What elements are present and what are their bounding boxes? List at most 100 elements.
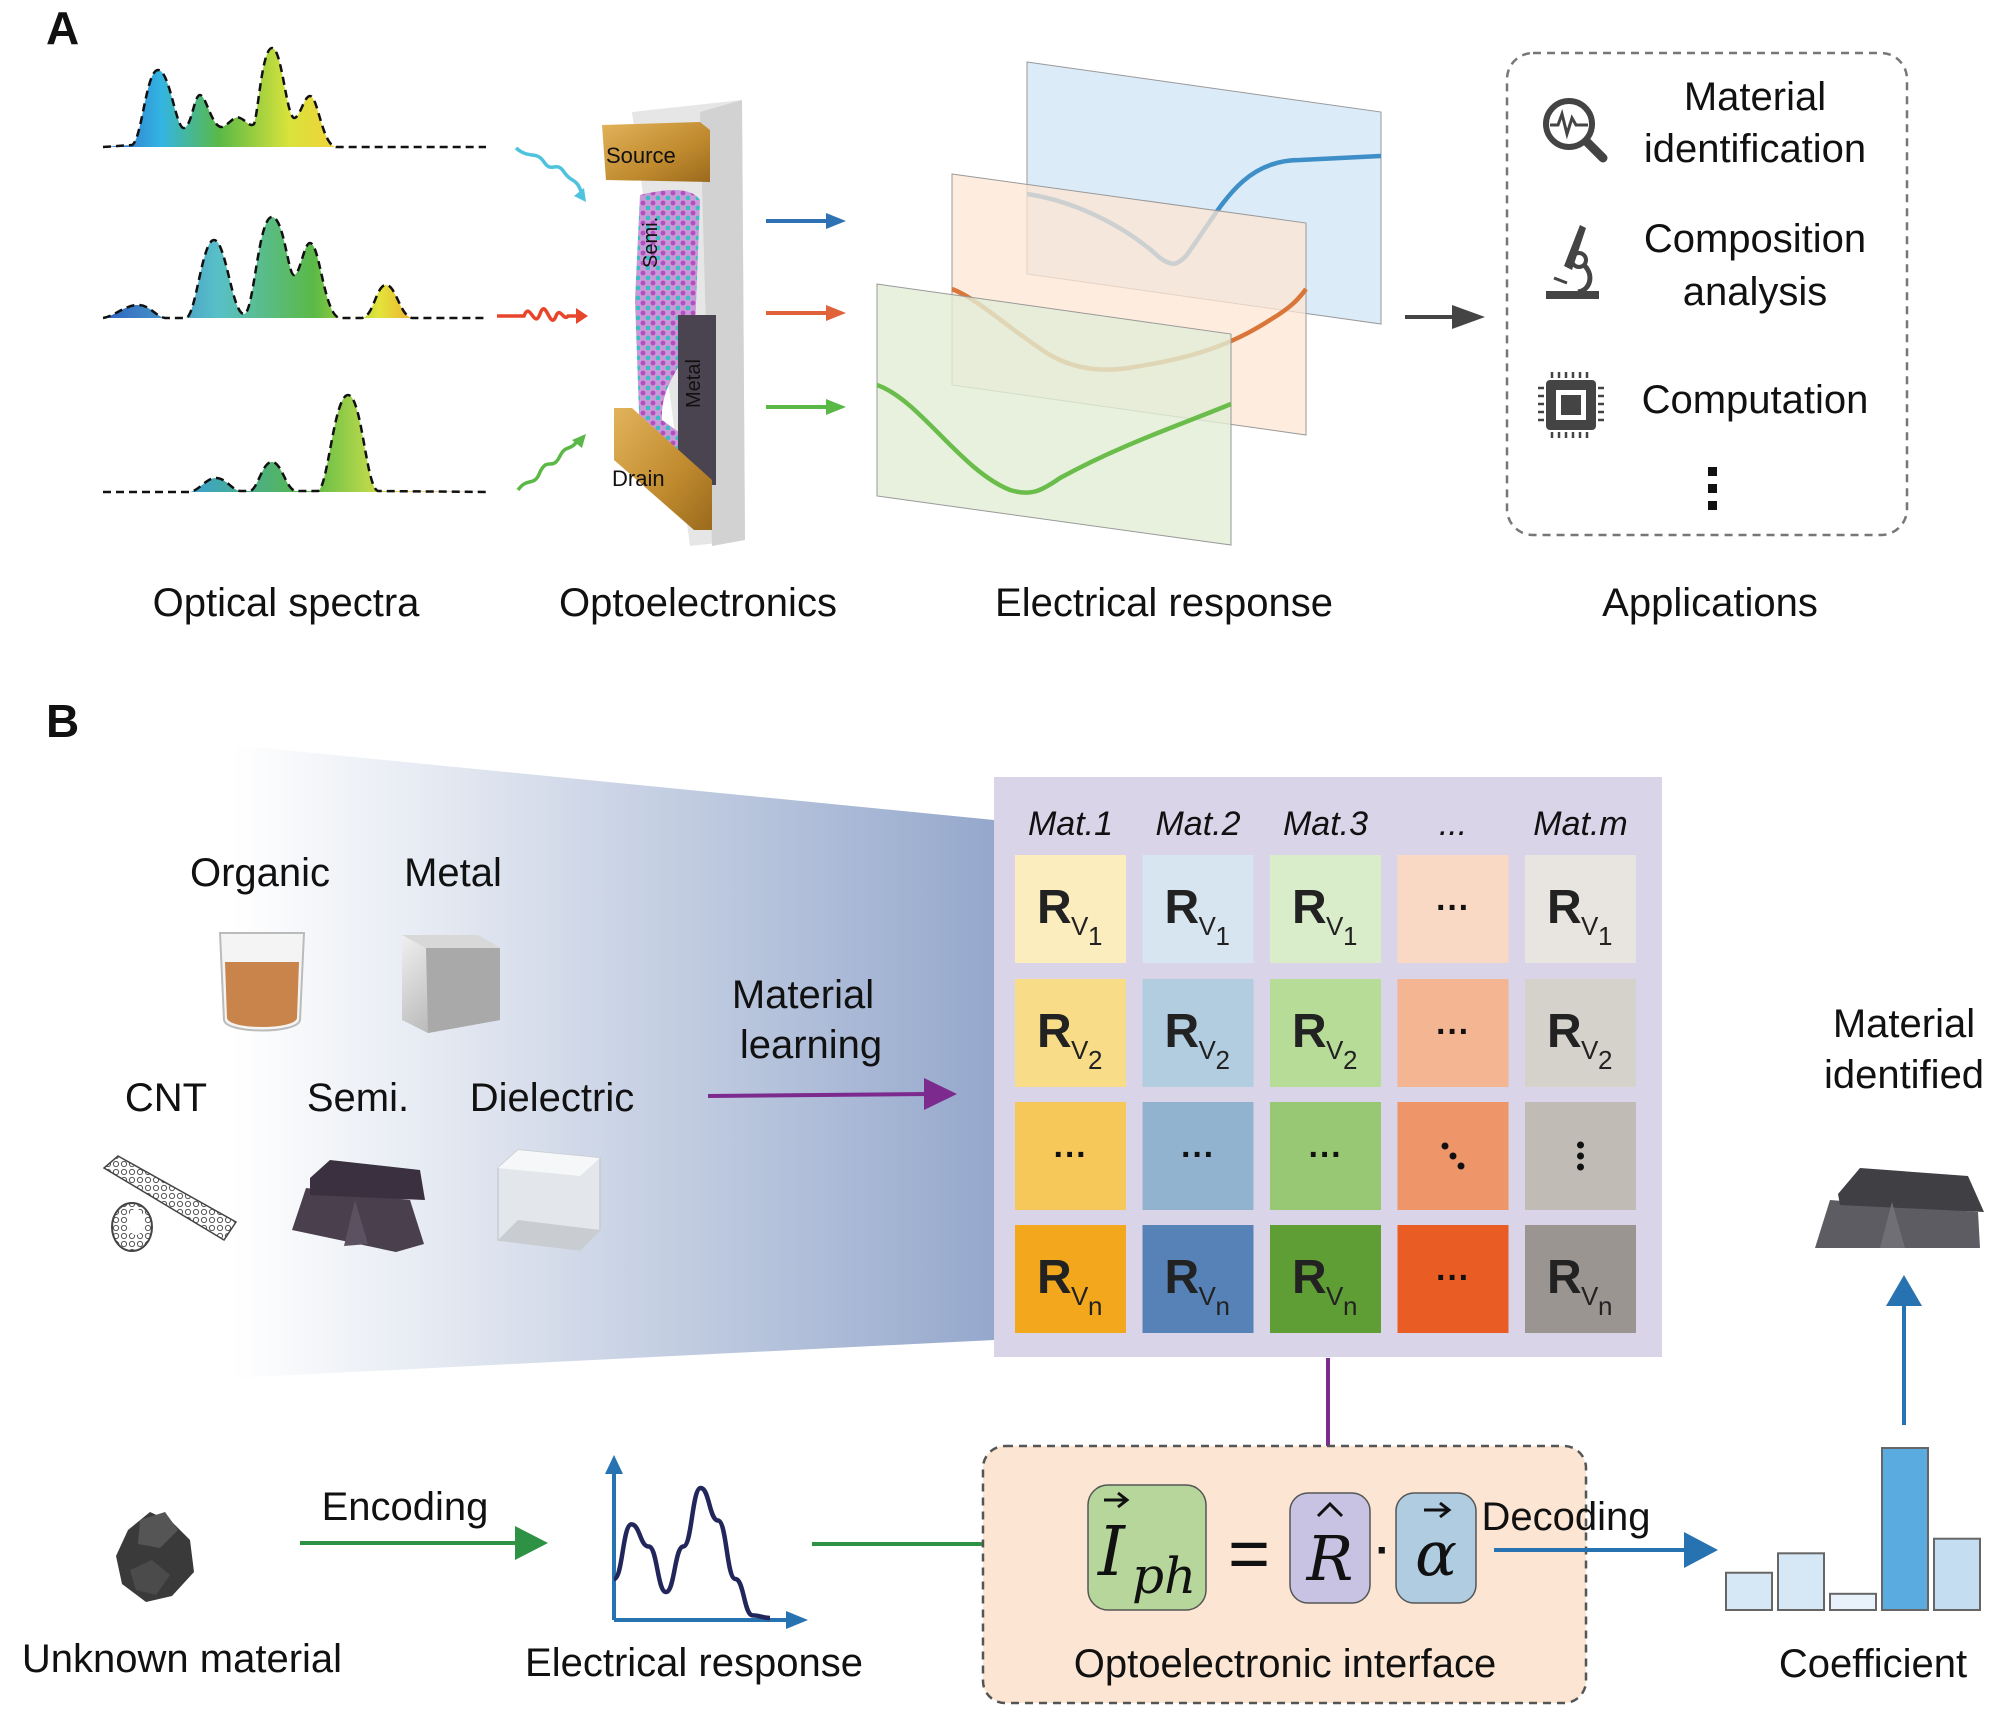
cpu-chip-icon xyxy=(1538,372,1604,438)
magnifier-waveform-icon xyxy=(1543,98,1608,163)
encoding-arrow xyxy=(300,1526,548,1560)
app-label-computation: Computation xyxy=(1642,378,1869,422)
eq-lhs: I xyxy=(1096,1513,1126,1592)
device-output-arrows xyxy=(766,213,846,415)
cell-symbol: R xyxy=(1165,881,1200,934)
metal-label: Metal xyxy=(683,359,705,408)
spectrum-1 xyxy=(102,46,486,149)
incoming-light xyxy=(497,146,588,492)
identified-material-icon xyxy=(1815,1168,1984,1248)
identified-label-2: identified xyxy=(1824,1053,1984,1097)
cell-sub-v: V xyxy=(1581,1281,1599,1311)
cell-symbol: R xyxy=(1165,1005,1200,1058)
panel-b-letter: B xyxy=(46,695,79,747)
learning-label-1: Material xyxy=(732,973,874,1017)
electrical-response-label: Electrical response xyxy=(525,1641,863,1685)
matrix-cell: ··· xyxy=(1397,1225,1509,1333)
cell-sub-v: V xyxy=(1199,1281,1217,1311)
app-label-identification-1: Material xyxy=(1684,75,1826,119)
light-wave-cyan xyxy=(514,146,584,195)
eq-dot: · xyxy=(1376,1526,1391,1575)
optoelectronic-device: Source Semi. Metal Drain xyxy=(602,100,745,546)
cell-sub-v: V xyxy=(1326,1035,1344,1065)
vector-arrow-icon xyxy=(1104,1491,1130,1509)
semiconductor-block-icon xyxy=(292,1160,425,1252)
app-label-composition-2: analysis xyxy=(1683,270,1828,314)
cell-sub-index: 2 xyxy=(1216,1045,1230,1075)
material-label-cnt: CNT xyxy=(125,1076,207,1120)
cell-sub-index: n xyxy=(1216,1291,1230,1321)
cell-sub-index: 1 xyxy=(1216,921,1230,951)
cell-sub-index: 2 xyxy=(1343,1045,1357,1075)
hat-icon xyxy=(1316,1501,1344,1518)
drain-electrode xyxy=(614,408,712,530)
vector-arrow-icon xyxy=(1424,1501,1452,1519)
cell-sub-v: V xyxy=(1199,1035,1217,1065)
metal-cube-icon xyxy=(402,935,500,1033)
cell-sub-index: 1 xyxy=(1598,921,1612,951)
matrix-cell xyxy=(1525,1102,1636,1210)
source-electrode xyxy=(602,122,710,182)
matrix-cell: ··· xyxy=(1015,1102,1126,1210)
more-applications-ellipsis xyxy=(1708,467,1717,510)
decoding-arrow xyxy=(1494,1532,1718,1568)
matrix-ellipsis: ··· xyxy=(1309,1136,1343,1174)
optical-spectra xyxy=(102,46,487,494)
diagonal-ellipsis-icon xyxy=(1441,1142,1465,1170)
interface-label: Optoelectronic interface xyxy=(1074,1642,1496,1686)
matrix-ellipsis: ··· xyxy=(1054,1136,1088,1174)
coefficient-vector-box xyxy=(1395,1492,1477,1604)
material-learning: Material learning xyxy=(707,973,957,1110)
nanotube-icon xyxy=(102,1155,238,1252)
cell-sub-v: V xyxy=(1071,1035,1089,1065)
optoelectronic-interface: I ph = R · α Optoelectronic interface xyxy=(981,1444,1588,1705)
spectrum-3 xyxy=(103,393,487,494)
cell-sub-v: V xyxy=(1326,911,1344,941)
cell-sub-index: n xyxy=(1088,1291,1102,1321)
cell-sub-v: V xyxy=(1071,1281,1089,1311)
coefficient-bar-4 xyxy=(1881,1447,1929,1611)
matrix-ellipsis: ··· xyxy=(1436,1259,1470,1297)
cell-symbol: R xyxy=(1037,1251,1072,1304)
response-matrix-box xyxy=(1289,1492,1371,1604)
eq-lhs-sub: ph xyxy=(1132,1547,1196,1605)
matrix-header-3: Mat.3 xyxy=(1283,805,1368,843)
response-panel-green xyxy=(876,283,1232,546)
matrix-ellipsis: ··· xyxy=(1436,1013,1470,1051)
decoding-label: Decoding xyxy=(1481,1495,1650,1539)
cell-symbol: R xyxy=(1292,1005,1327,1058)
stage-label-electrical-response: Electrical response xyxy=(995,581,1333,625)
cell-symbol: R xyxy=(1292,1251,1327,1304)
photocurrent-vector-box xyxy=(1087,1484,1207,1611)
cell-symbol: R xyxy=(1292,881,1327,934)
learning-label-2: learning xyxy=(740,1023,882,1067)
stage-label-optoelectronics: Optoelectronics xyxy=(559,581,837,625)
semiconductor-lattice xyxy=(635,190,700,470)
beaker-icon xyxy=(218,932,306,1032)
eq-operator: R xyxy=(1306,1522,1354,1595)
panel-a-letter: A xyxy=(46,2,79,54)
spectrum-2 xyxy=(102,215,486,320)
source-label: Source xyxy=(606,143,676,168)
cell-sub-index: n xyxy=(1598,1291,1612,1321)
matrix-cell: ··· xyxy=(1142,1102,1254,1210)
matrix-cell xyxy=(1397,1102,1509,1210)
to-applications-arrow xyxy=(1405,305,1485,329)
semi-label: Semi. xyxy=(640,217,662,268)
material-label-organic: Organic xyxy=(190,851,330,895)
cell-sub-index: n xyxy=(1343,1291,1357,1321)
light-wave-red xyxy=(497,307,578,322)
dielectric-cube-icon xyxy=(497,1149,601,1251)
matrix-ellipsis: ··· xyxy=(1181,1136,1215,1174)
encoding-label: Encoding xyxy=(322,1485,489,1529)
cell-symbol: R xyxy=(1037,1005,1072,1058)
